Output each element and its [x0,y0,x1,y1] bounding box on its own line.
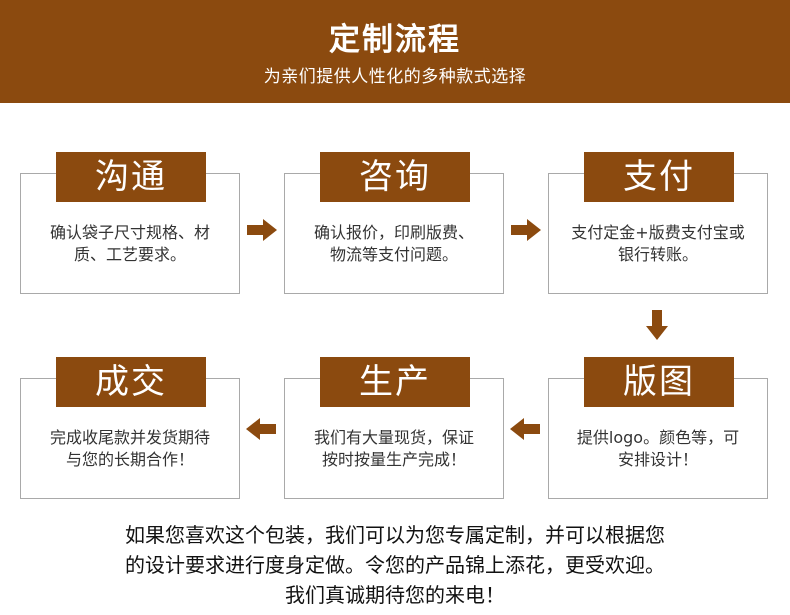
step-description-line: 我们有大量现货，保证 [313,428,474,447]
arrow-down-icon [646,310,668,340]
step-description-line: 质、工艺要求。 [73,245,186,264]
step-description-line: 按时按量生产完成！ [321,450,466,469]
footer-message: 如果您喜欢这个包装，我们可以为您专属定制，并可以根据您 的设计要求进行度身定做。… [20,520,770,610]
step-description-line: 安排设计！ [617,450,698,469]
footer-line: 如果您喜欢这个包装，我们可以为您专属定制，并可以根据您 [125,523,665,547]
step-title: 支付 [584,152,734,202]
step-title: 沟通 [56,152,206,202]
arrow-right-icon [247,219,277,241]
step-description: 我们有大量现货，保证 按时按量生产完成！ [297,427,491,471]
page-subtitle: 为亲们提供人性化的多种款式选择 [263,67,527,87]
step-description-line: 确认报价，印刷版费、 [313,223,474,242]
step-title: 成交 [56,357,206,407]
step-description: 完成收尾款并发货期待 与您的长期合作！ [33,427,227,471]
step-payment: 支付 支付定金+版费支付宝或 银行转账。 [548,152,768,294]
arrow-left-icon [510,418,540,440]
page-title: 定制流程 [329,22,461,58]
step-title: 生产 [320,357,470,407]
step-communicate: 沟通 确认袋子尺寸规格、材 质、工艺要求。 [20,152,240,294]
footer-line: 我们真诚期待您的来电！ [285,583,505,607]
step-description: 确认袋子尺寸规格、材 质、工艺要求。 [33,222,227,266]
step-description-line: 物流等支付问题。 [329,245,458,264]
step-deal: 成交 完成收尾款并发货期待 与您的长期合作！ [20,357,240,499]
step-description-line: 确认袋子尺寸规格、材 [49,223,210,242]
step-consult: 咨询 确认报价，印刷版费、 物流等支付问题。 [284,152,504,294]
step-description: 支付定金+版费支付宝或 银行转账。 [561,222,755,266]
step-description-line: 银行转账。 [617,245,698,264]
step-artwork: 版图 提供logo。颜色等，可 安排设计！ [548,357,768,499]
step-description-line: 支付定金+版费支付宝或 [571,223,745,242]
step-description: 确认报价，印刷版费、 物流等支付问题。 [297,222,491,266]
step-description-line: 完成收尾款并发货期待 [49,428,210,447]
step-production: 生产 我们有大量现货，保证 按时按量生产完成！ [284,357,504,499]
footer-line: 的设计要求进行度身定做。令您的产品锦上添花，更受欢迎。 [125,553,665,577]
step-title: 版图 [584,357,734,407]
step-description: 提供logo。颜色等，可 安排设计！ [561,427,755,471]
arrow-left-icon [246,418,276,440]
step-description-line: 提供logo。颜色等，可 [576,428,740,447]
step-title: 咨询 [320,152,470,202]
step-description-line: 与您的长期合作！ [65,450,194,469]
header-banner: 定制流程 为亲们提供人性化的多种款式选择 [0,0,790,103]
arrow-right-icon [511,219,541,241]
